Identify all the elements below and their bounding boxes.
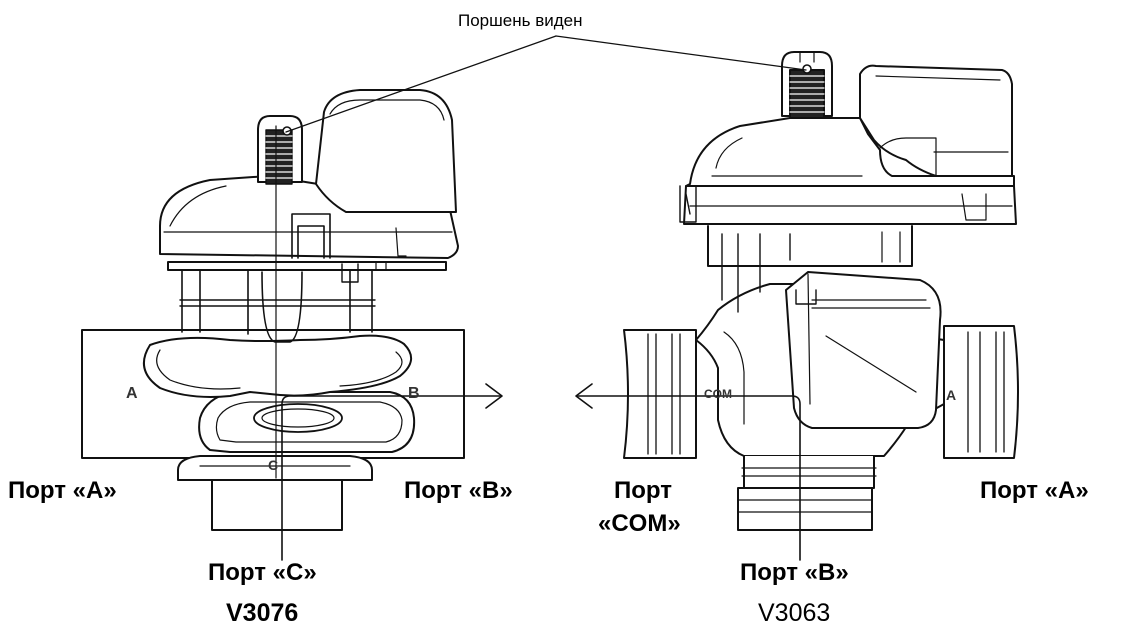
- v3063-model-caption: V3063: [758, 599, 831, 627]
- piston-callout-leaders: [285, 35, 807, 133]
- v3063-piston-spring: [789, 69, 825, 119]
- piston-visible-callout: Поршень виден: [458, 11, 583, 30]
- v3063-actuator-dome: [685, 117, 1015, 187]
- v3063-port-com-label-line1: Порт: [614, 477, 673, 504]
- v3063-port-com-arrow: [577, 395, 801, 561]
- v3076-upper-body: [142, 334, 412, 398]
- v3076-motor-housing: [315, 89, 457, 213]
- v3076-center-port-ring: [253, 403, 343, 433]
- valve-v3063-drawing: [575, 51, 1019, 561]
- v3076-body-letter-c: C: [268, 457, 279, 473]
- v3076-body-letter-a: A: [126, 385, 138, 402]
- valve-v3076-drawing: [81, 89, 503, 561]
- v3076-port-c-label: Порт «C»: [208, 559, 317, 586]
- v3076-lower-body: [198, 391, 416, 453]
- v3063-body-letter-com: COM: [704, 387, 732, 401]
- v3063-motor-housing: [859, 64, 1013, 177]
- v3076-body-letter-b: B: [408, 385, 420, 402]
- v3063-body-letter-a: A: [946, 387, 957, 403]
- v3076-piston-spring: [265, 129, 293, 185]
- v3063-port-com-label-line2: «COM»: [598, 510, 681, 537]
- v3063-port-b-stem: [737, 487, 873, 531]
- v3076-port-a-label: Порт «A»: [8, 477, 117, 504]
- v3076-port-c-stem: [211, 477, 343, 531]
- v3063-port-a-label: Порт «A»: [980, 477, 1089, 504]
- v3063-right-flange: [943, 325, 1019, 459]
- v3063-port-b-label: Порт «B»: [740, 559, 849, 586]
- v3076-port-b-label: Порт «B»: [404, 477, 513, 504]
- v3076-model-caption: V3076: [226, 599, 299, 627]
- v3063-left-flange: [623, 329, 697, 459]
- v3076-port-b-arrow: [281, 395, 501, 561]
